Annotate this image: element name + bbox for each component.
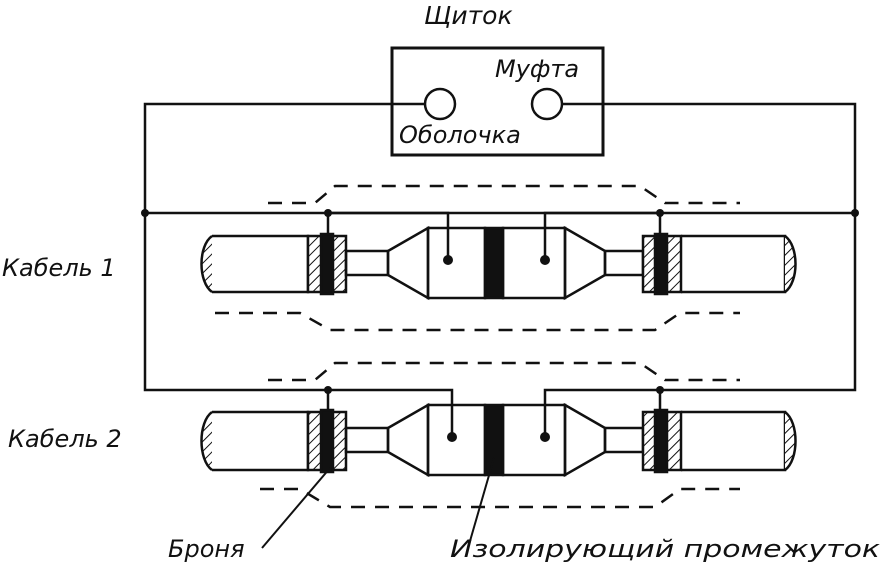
cable2-right-end — [784, 410, 797, 472]
cable2-housing-bottom — [260, 487, 740, 509]
cable2-dot-armor-right — [656, 386, 664, 394]
cable1-right-body — [681, 234, 787, 294]
cable1-dot-sleeve-right — [540, 255, 550, 265]
sheath-label: Оболочка — [399, 121, 521, 149]
cable2-right-body — [681, 410, 787, 472]
cable2-right-cone — [563, 402, 607, 478]
cable1-left-body — [212, 234, 310, 294]
cable2-right-conductor — [603, 426, 645, 454]
gap-leader-line — [467, 457, 495, 549]
cable1-right-cone — [563, 225, 607, 301]
armor-label: Броня — [168, 535, 245, 563]
cable1-dot-armor-left — [324, 209, 332, 217]
junction-dot-left — [141, 209, 149, 217]
cable2-right-sleeve-wire — [543, 388, 660, 435]
cable1-label: Кабель 1 — [2, 254, 116, 282]
wire-coupling-right — [562, 102, 857, 418]
cable2-dot-sleeve-right — [540, 432, 550, 442]
cable2-right-sleeve — [501, 403, 567, 477]
cable1-left-sleeve-wire — [328, 211, 450, 258]
cable2-dot-armor-left — [324, 386, 332, 394]
cable1-dot-sleeve-left — [443, 255, 453, 265]
cable1-right-sleeve — [501, 226, 567, 300]
cable2-left-sleeve-wire — [328, 388, 454, 435]
sheath-terminal — [423, 87, 457, 121]
cable2-assembly — [200, 361, 797, 509]
insulating-gap-label: Изолирующий промежуток — [450, 535, 881, 563]
cable2-left-cone — [386, 402, 430, 478]
cable1-left-end — [200, 234, 213, 294]
cable2-label: Кабель 2 — [8, 425, 122, 453]
coupling-label: Муфта — [495, 55, 579, 83]
cable1-left-cone — [386, 225, 430, 301]
coupling-terminal — [530, 87, 564, 121]
cable1-housing-top — [268, 184, 740, 205]
cable1-assembly — [200, 184, 797, 332]
armor-leader-line — [261, 467, 331, 549]
cable1-insulating-gap — [483, 226, 505, 300]
wire-sheath-left — [143, 102, 425, 418]
cable1-housing-bottom — [215, 311, 740, 332]
cable2-left-armor-band — [319, 408, 335, 474]
cable2-left-end — [200, 410, 213, 472]
cable2-housing-top — [268, 361, 740, 382]
cable1-right-end — [784, 234, 797, 294]
cable2-insulating-gap — [483, 403, 505, 477]
cable2-left-body — [212, 410, 310, 472]
cable1-dot-armor-right — [656, 209, 664, 217]
cable1-left-armor-band — [319, 232, 335, 296]
junction-dot-right — [851, 209, 859, 217]
cable1-right-sleeve-wire — [543, 211, 660, 258]
cable1-right-conductor — [603, 249, 645, 277]
cable1-left-conductor — [344, 249, 390, 277]
cable2-right-armor-band — [653, 408, 669, 474]
panel-title: Щиток — [424, 1, 513, 30]
panel-box — [390, 46, 605, 157]
cable1-left-sleeve — [426, 226, 487, 300]
cable2-left-sleeve — [426, 403, 487, 477]
cable1-right-armor-band — [653, 232, 669, 296]
cable2-dot-sleeve-left — [447, 432, 457, 442]
cable2-left-conductor — [344, 426, 390, 454]
